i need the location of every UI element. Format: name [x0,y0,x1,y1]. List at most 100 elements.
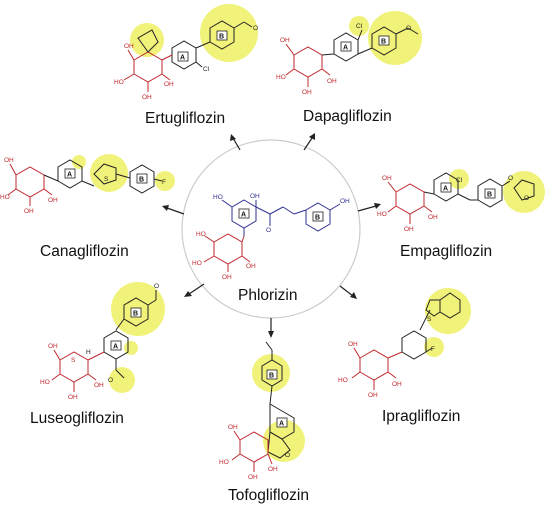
svg-text:A: A [241,212,246,219]
svg-text:S: S [71,357,76,364]
svg-text:A: A [180,55,185,62]
highlight-methyl [72,155,86,169]
svg-text:O: O [253,25,258,32]
highlight-bicyclic [130,23,164,57]
svg-text:B: B [381,39,386,46]
dapagliflozin-label: Dapagliflozin [303,108,392,125]
arrow-to-dapagliflozin [303,133,315,151]
empagliflozin-label: Empagliflozin [400,243,492,260]
svg-text:HO: HO [219,459,229,466]
svg-text:F: F [431,346,435,353]
svg-text:Cl: Cl [203,66,210,73]
svg-text:HO: HO [338,377,348,384]
svg-text:O: O [524,195,529,202]
svg-text:OH: OH [392,381,402,388]
svg-text:O: O [406,25,411,32]
svg-text:HO: HO [276,74,286,81]
ertugliflozin-structure: OH HO OH OH O Cl A B [114,4,258,101]
svg-text:OH: OH [248,474,258,481]
svg-text:A: A [443,186,448,193]
svg-text:O: O [266,227,271,234]
svg-text:OH: OH [228,424,238,431]
svg-text:B: B [133,311,138,318]
highlight-methoxy [109,367,135,393]
tofogliflozin-label: Tofogliflozin [228,487,309,504]
svg-text:B: B [139,177,144,184]
svg-text:B: B [219,34,224,41]
highlight-thiophene [90,154,128,192]
highlight-ring-b [368,11,422,65]
svg-text:O: O [154,283,159,290]
phlorizin-label: Phlorizin [238,287,297,304]
svg-text:OH: OH [48,197,58,204]
svg-text:OH: OH [280,37,290,44]
svg-text:HO: HO [192,260,202,267]
dapagliflozin-structure: OH HO OH OH Cl O A B [276,11,422,96]
svg-text:OH: OH [24,208,34,215]
svg-text:O: O [108,377,113,384]
svg-text:OH: OH [164,81,174,88]
svg-text:OH: OH [222,274,232,281]
ipragliflozin-label: Ipragliflozin [382,408,460,425]
arrow-to-empagliflozin [357,203,381,212]
highlight-f [424,337,444,357]
svg-text:B: B [269,373,274,380]
highlight-ring-b [200,4,258,62]
svg-text:H: H [86,349,91,356]
svg-text:OH: OH [428,214,438,221]
empagliflozin-structure: OH HO OH OH Cl O O A B [377,169,545,233]
svg-text:OH: OH [142,94,152,101]
arrow-to-canagliflozin [162,205,185,215]
svg-text:OH: OH [250,193,260,200]
svg-text:HO: HO [0,194,10,201]
luseogliflozin-structure: OH HO OH OH S H O O A B [40,282,165,401]
svg-text:F: F [162,179,166,186]
svg-text:HO: HO [213,194,223,201]
highlight-cl [449,169,469,189]
svg-text:A: A [343,45,348,52]
svg-text:OH: OH [404,226,414,233]
svg-text:HO: HO [377,211,387,218]
arrows [162,133,381,338]
svg-text:HO: HO [114,79,124,86]
svg-text:OH: OH [94,382,104,389]
arrow-to-ipragliflozin [339,285,357,299]
svg-text:OH: OH [368,392,378,399]
arrow-to-ertugliflozin [230,134,241,151]
canagliflozin-label: Canagliflozin [40,243,129,260]
svg-text:A: A [279,421,284,428]
svg-text:A: A [113,344,118,351]
svg-text:Cl: Cl [456,177,463,184]
svg-text:OH: OH [340,198,350,205]
svg-text:OH: OH [68,394,78,401]
ipragliflozin-structure: OH HO OH OH S F [338,288,471,399]
luseogliflozin-label: Luseogliflozin [30,410,124,427]
svg-text:S: S [104,176,109,183]
arrow-to-tofogliflozin [268,318,274,338]
svg-text:A: A [67,172,72,179]
svg-text:HO: HO [196,231,206,238]
svg-text:OH: OH [268,466,278,473]
highlight-thf [503,171,545,213]
svg-text:HO: HO [40,379,50,386]
svg-text:OH: OH [4,157,14,164]
highlight-cl [349,16,369,36]
highlight-f [155,171,175,191]
svg-text:OH: OH [124,43,134,50]
canagliflozin-structure: OH HO OH OH S F A B [0,154,175,215]
svg-text:OH: OH [246,263,256,270]
svg-text:B: B [487,192,492,199]
svg-text:OH: OH [382,175,392,182]
svg-text:S: S [427,316,432,323]
svg-text:OH: OH [348,341,358,348]
svg-text:Cl: Cl [356,23,363,30]
svg-text:OH: OH [302,89,312,96]
ertugliflozin-label: Ertugliflozin [145,110,225,127]
tofogliflozin-structure: OH HO OH OH O A B [219,341,305,481]
svg-text:OH: OH [48,343,58,350]
svg-text:OH: OH [327,78,337,85]
phlorizin-structure: HO OH O OH HO HO OH OH A B [192,193,350,281]
svg-text:B: B [315,215,320,222]
